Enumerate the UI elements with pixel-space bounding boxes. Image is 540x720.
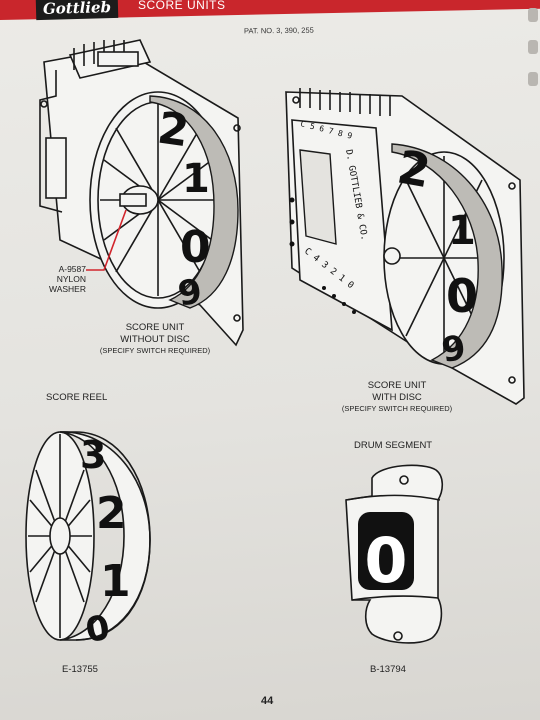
caption-unit-without-disc: SCORE UNIT WITHOUT DISC (SPECIFY SWITCH … <box>99 322 211 355</box>
part-number-score-reel: E-13755 <box>62 664 98 675</box>
binder-hole <box>528 72 538 86</box>
segment-digit: 0 <box>364 524 407 597</box>
part-number-drum-segment: B-13794 <box>370 664 406 675</box>
reel-digit: 2 <box>96 488 127 539</box>
heading-drum-segment: DRUM SEGMENT <box>354 440 433 451</box>
reel-digit: 2 <box>155 102 192 157</box>
heading-score-reel: SCORE REEL <box>46 392 108 403</box>
reel-digit: 1 <box>448 208 476 254</box>
reel-digit: 1 <box>182 156 210 202</box>
binder-hole <box>528 40 538 54</box>
reel-digit: 0 <box>180 222 211 273</box>
reel-digit: 0 <box>446 269 478 323</box>
caption-unit-with-disc: SCORE UNIT WITH DISC (SPECIFY SWITCH REQ… <box>341 380 453 413</box>
reel-digit: 3 <box>80 433 106 477</box>
binder-hole <box>528 8 538 22</box>
reel-digit: 9 <box>175 272 204 315</box>
reel-digit: 9 <box>439 328 468 371</box>
callout-leader-line <box>86 209 127 271</box>
nylon-washer-callout: A-9587 NYLON WASHER <box>49 264 86 294</box>
section-title: SCORE UNITS <box>138 0 226 12</box>
page-number: 44 <box>261 695 274 707</box>
reel-digit: 1 <box>100 556 131 607</box>
